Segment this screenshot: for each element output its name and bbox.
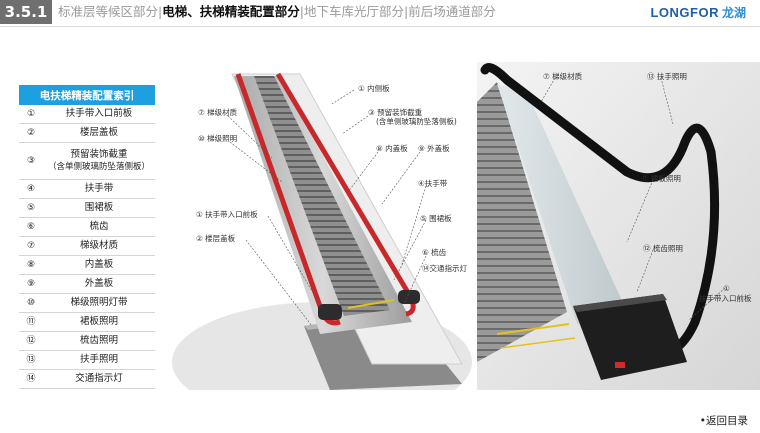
callout-entry-front-num: ①: [723, 284, 730, 293]
index-table-title: 电扶梯精装配置索引: [19, 85, 155, 105]
crumb-garage-hall[interactable]: 地下车库光厅部分: [303, 4, 404, 19]
back-to-contents-link[interactable]: •返回目录: [699, 415, 748, 427]
escalator-diagram: ① 内侧板 ③ 预留装饰截重 (含单侧玻璃防坠落侧板) ⑦ 梯级材质 ⑩ 梯级照…: [172, 64, 472, 422]
callout-step-lighting: ⑩ 梯级照明: [198, 134, 238, 143]
row-label: 梳齿: [43, 217, 155, 237]
row-sub-label: （含单侧玻璃防坠落侧板）: [47, 162, 150, 172]
callout-handrail: ④扶手带: [418, 179, 448, 188]
callout-step-material: ⑦ 梯级材质: [543, 72, 583, 81]
row-number: ①: [19, 105, 43, 124]
row-label: 围裙板: [43, 198, 155, 218]
row-label: 内盖板: [43, 255, 155, 275]
crumb-separator: |: [403, 4, 409, 19]
header-divider: [0, 26, 760, 27]
callout-entry-front: ① 扶手带入口前板: [196, 210, 258, 219]
row-number: ⑩: [19, 293, 43, 313]
crumb-standard-floor[interactable]: 标准层等候区部分: [58, 4, 159, 19]
row-label-cell: 预留装饰截重 （含单侧玻璃防坠落侧板）: [43, 142, 155, 180]
callout-handrail-light: ⑬ 扶手照明: [647, 72, 687, 81]
callout-inner-cover: ⑧ 内盖板: [376, 144, 408, 153]
crumb-corridor[interactable]: 前后场通道部分: [408, 4, 496, 19]
section-number: 3.5.1: [0, 0, 52, 24]
callout-skirt-light: ⑪ 裙板照明: [641, 174, 681, 183]
crumb-separator: |: [158, 4, 163, 19]
row-label: 梯级材质: [43, 236, 155, 256]
row-number: ⑬: [19, 350, 43, 370]
callout-inner-panel: ① 内侧板: [358, 84, 390, 93]
row-label: 裙板照明: [43, 312, 155, 332]
row-label: 扶手带: [43, 179, 155, 199]
callout-skirt: ⑤ 围裙板: [420, 214, 452, 223]
row-label: 扶手带入口前板: [43, 105, 155, 124]
callout-comb: ⑥ 梳齿: [422, 248, 447, 257]
callout-reserved-line2: (含单侧玻璃防坠落侧板): [376, 117, 457, 126]
breadcrumb: 标准层等候区部分|电梯、扶梯精装配置部分|地下车库光厅部分|前后场通道部分: [58, 4, 496, 20]
callout-comb-light: ⑫ 梳齿照明: [643, 244, 683, 253]
callout-step-material: ⑦ 梯级材质: [198, 108, 238, 117]
crumb-separator: |: [299, 4, 304, 19]
row-number: ⑫: [19, 331, 43, 351]
row-label: 楼层盖板: [43, 123, 155, 143]
row-number: ③: [19, 142, 43, 180]
row-label: 梳齿照明: [43, 331, 155, 351]
row-number: ⑦: [19, 236, 43, 256]
row-number: ②: [19, 123, 43, 143]
page-header: 3.5.1 标准层等候区部分|电梯、扶梯精装配置部分|地下车库光厅部分|前后场通…: [0, 0, 760, 26]
row-number: ⑨: [19, 274, 43, 294]
callout-entry-front: 扶手带入口前板: [699, 294, 752, 303]
escalator-photo: ⑦ 梯级材质 ⑬ 扶手照明 ⑪ 裙板照明 ⑫ 梳齿照明 ① 扶手带入口前板: [477, 62, 760, 390]
row-number: ④: [19, 179, 43, 199]
callout-outer-cover: ⑨ 外盖板: [418, 144, 450, 153]
row-number: ⑭: [19, 369, 43, 389]
row-label: 预留装饰截重: [70, 149, 128, 160]
row-label: 扶手照明: [43, 350, 155, 370]
row-number: ⑧: [19, 255, 43, 275]
row-number: ⑤: [19, 198, 43, 218]
brand-logo-en: LONGFOR: [650, 5, 719, 20]
table-row: ③ 预留装饰截重 （含单侧玻璃防坠落侧板）: [19, 142, 155, 180]
callout-reserved: ③ 预留装饰截重 (含单侧玻璃防坠落侧板): [368, 108, 457, 126]
callout-traffic-light: ⑭交通指示灯: [422, 264, 467, 273]
row-number: ⑥: [19, 217, 43, 237]
row-number: ⑪: [19, 312, 43, 332]
row-label: 梯级照明灯带: [43, 293, 155, 313]
row-label: 外盖板: [43, 274, 155, 294]
crumb-elevator-config[interactable]: 电梯、扶梯精装配置部分: [162, 4, 300, 19]
escalator-render: [477, 62, 760, 390]
callout-floor-cover: ② 楼层盖板: [196, 234, 236, 243]
brand-logo-cn: 龙湖: [721, 6, 746, 20]
row-label: 交通指示灯: [43, 369, 155, 389]
callout-reserved-line1: ③ 预留装饰截重: [368, 108, 423, 117]
